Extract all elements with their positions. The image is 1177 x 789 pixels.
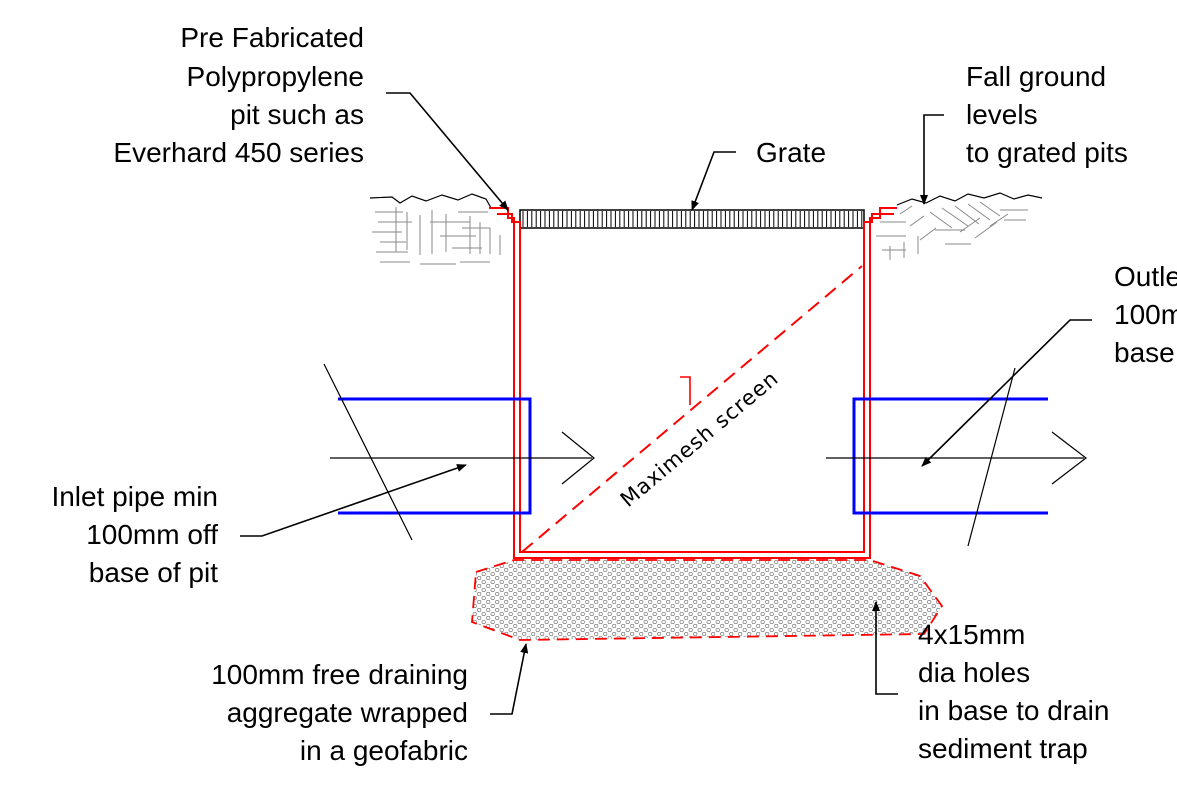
holes-label-line-3: in base to drain bbox=[918, 695, 1109, 726]
aggregate-label: 100mm free draining aggregate wrapped in… bbox=[211, 659, 468, 766]
leader-lines bbox=[240, 92, 1092, 715]
holes-label-line-1: 4x15mm bbox=[918, 619, 1025, 650]
ground-left bbox=[369, 193, 501, 265]
fall-label-line-2: levels bbox=[966, 99, 1038, 130]
holes-label-line-4: sediment trap bbox=[918, 733, 1088, 764]
pit-label: Pre Fabricated Polypropylene pit such as… bbox=[113, 22, 364, 168]
fall-label-line-1: Fall ground bbox=[966, 61, 1106, 92]
inlet-label: Inlet pipe min 100mm off base of pit bbox=[51, 481, 218, 588]
grate bbox=[519, 209, 865, 229]
aggregate-label-line-1: 100mm free draining bbox=[211, 659, 468, 690]
outlet-label-line-3: base bbox=[1114, 337, 1175, 368]
inlet-label-line-2: 100mm off bbox=[86, 519, 218, 550]
inlet-pipe bbox=[323, 363, 595, 541]
aggregate-label-line-2: aggregate wrapped bbox=[227, 697, 468, 728]
grate-label: Grate bbox=[756, 137, 826, 168]
holes-label-line-2: dia holes bbox=[918, 657, 1030, 688]
inlet-label-line-1: Inlet pipe min bbox=[51, 481, 218, 512]
pit-label-line-2: Polypropylene bbox=[187, 61, 364, 92]
aggregate-base bbox=[471, 559, 944, 641]
fall-label-line-3: to grated pits bbox=[966, 137, 1128, 168]
outlet-label: Outle 100m base bbox=[1114, 261, 1177, 368]
outlet-label-line-1: Outle bbox=[1114, 261, 1177, 292]
pit-walls bbox=[489, 207, 897, 559]
aggregate-label-line-3: in a geofabric bbox=[300, 735, 468, 766]
pit-label-line-3: pit such as bbox=[230, 99, 364, 130]
outlet-label-line-2: 100m bbox=[1114, 299, 1177, 330]
pit-label-line-4: Everhard 450 series bbox=[113, 137, 364, 168]
screen-label: Maximesh screen bbox=[616, 366, 783, 512]
pit-label-line-1: Pre Fabricated bbox=[180, 22, 364, 53]
holes-label: 4x15mm dia holes in base to drain sedime… bbox=[918, 619, 1109, 764]
fall-label: Fall ground levels to grated pits bbox=[966, 61, 1128, 168]
outlet-pipe bbox=[826, 367, 1087, 547]
ground-right bbox=[876, 192, 1043, 260]
maximesh-screen: Maximesh screen bbox=[521, 265, 863, 553]
inlet-label-line-3: base of pit bbox=[89, 557, 218, 588]
